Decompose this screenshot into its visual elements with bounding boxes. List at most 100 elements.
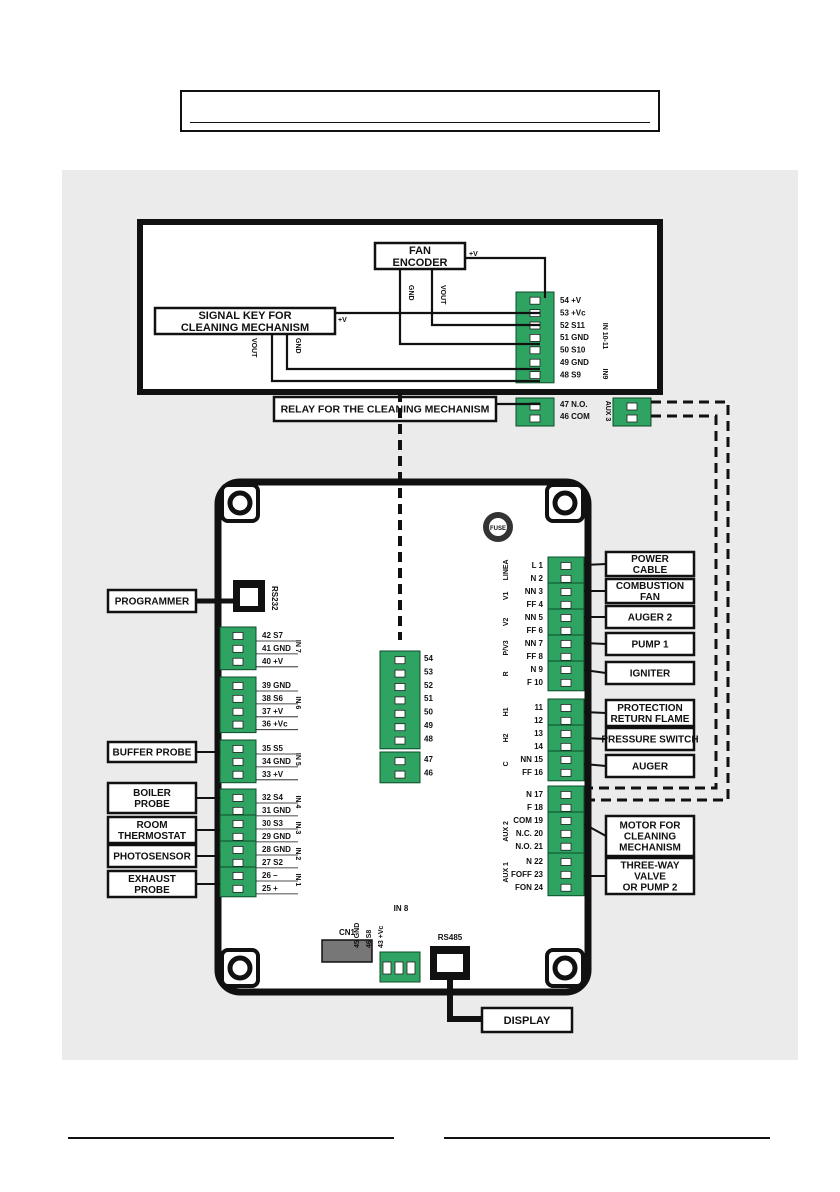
wire-encoder-gnd: [398, 269, 540, 346]
right-label-connector: [583, 763, 607, 767]
left-label-box-text: BUFFER PROBE: [113, 748, 192, 759]
right-terminal-block-screw: [560, 883, 572, 892]
left-terminal-block: [219, 840, 257, 872]
left-terminal-block-screw: [232, 694, 244, 703]
left-terminal-label: 35 S5: [262, 744, 283, 753]
right-label-connector: [583, 711, 607, 714]
left-group-label: IN 2: [294, 847, 301, 860]
top-terminal-label: 51 GND: [560, 333, 589, 342]
right-label-box-text: PROTECTION: [617, 703, 683, 714]
right-group-label: R: [503, 671, 510, 676]
left-terminal-label: 33 +V: [262, 770, 284, 779]
center-terminal-label: 53: [424, 667, 433, 676]
left-label-box-text: PROGRAMMER: [115, 597, 190, 608]
center-terminal-label: 54: [424, 654, 433, 663]
right-terminal-label: FF 4: [527, 600, 544, 609]
right-label-connector: [583, 737, 607, 740]
left-terminal-label: 29 GND: [262, 832, 291, 841]
left-terminal-label: 40 +V: [262, 657, 284, 666]
relay-cleaning-box: [272, 395, 498, 423]
signal-gnd-label: GND: [294, 338, 301, 354]
right-terminal-block-screw: [560, 652, 572, 661]
top-terminal-label: 54 +V: [560, 296, 582, 305]
left-label-box-text: ROOM: [136, 820, 167, 831]
right-terminal-block-screw: [560, 562, 572, 570]
left-label-box-text: BOILER: [133, 788, 172, 799]
left-terminal-label: 34 GND: [262, 757, 291, 766]
center-terminal-block-a-screw: [394, 669, 406, 678]
encoder-vout-label: VOUT: [439, 285, 446, 305]
left-terminal-label: 28 GND: [262, 845, 291, 854]
top-terminal-block-screw: [529, 333, 541, 342]
left-label-box-text: EXHAUST: [128, 874, 176, 885]
left-terminal-block-screw: [232, 707, 244, 716]
right-terminal-label: N 9: [531, 665, 544, 674]
top-terminal-block-screw: [529, 346, 541, 355]
right-label-connector: [583, 669, 607, 674]
right-terminal-label: N.O. 21: [515, 842, 543, 851]
aux3-terminal-label: 46 COM: [560, 412, 590, 421]
left-terminal-label: 25 +: [262, 884, 278, 893]
right-terminal-block-screw: [560, 600, 572, 609]
right-terminal-block-screw: [560, 742, 572, 751]
mounting-hole: [227, 490, 253, 516]
top-terminal-label: 50 S10: [560, 346, 586, 355]
left-terminal-label: 26 –: [262, 871, 278, 880]
in8-pin-label: 46 S8: [366, 930, 373, 948]
footer-line-left: [68, 1137, 394, 1139]
signal-vout-label: VOUT: [250, 338, 257, 358]
right-label-connector: [583, 823, 607, 837]
left-label-box-text: PROBE: [134, 885, 170, 896]
right-group-label: AUX 2: [503, 821, 510, 842]
in10-11-group-label: IN 10-11: [601, 323, 608, 350]
left-terminal-block-screw: [232, 657, 244, 666]
top-terminal-block-screw: [529, 371, 541, 380]
right-label-box-text: CLEANING: [624, 832, 676, 843]
right-label-box-text: VALVE: [634, 872, 666, 883]
wire-encoder-vout: [430, 269, 540, 327]
aux3-terminal-block-screw: [529, 414, 541, 423]
left-group-label: IN 1: [294, 873, 301, 886]
right-terminal-label: L 1: [532, 561, 544, 570]
right-terminal-block-screw: [560, 829, 572, 838]
in8-screw: [382, 961, 392, 975]
center-terminal-label: 47: [424, 755, 433, 764]
dashed-link-aux3-a: [588, 400, 730, 802]
mounting-hole: [227, 955, 253, 981]
center-terminal-block-a-screw: [394, 683, 406, 691]
aux3-side-terminal-screw: [626, 402, 638, 411]
aux3-side-terminal-screw: [626, 414, 638, 423]
right-group-label: AUX 1: [503, 862, 510, 883]
right-label-box: [604, 698, 696, 728]
right-terminal-label: NN 5: [525, 613, 544, 622]
left-terminal-label: 37 +V: [262, 707, 284, 716]
right-label-box: [604, 550, 696, 578]
center-terminal-block-b-screw: [394, 757, 406, 766]
right-group-label: H1: [503, 707, 510, 716]
left-terminal-label: 32 S4: [262, 793, 283, 802]
display-box: [480, 1006, 574, 1034]
top-terminal-block-screw: [529, 358, 541, 367]
signal-key-box-text: SIGNAL KEY FOR: [198, 310, 291, 322]
in8-pin-label: 45 GND: [354, 923, 361, 948]
rs232-jack-inner: [240, 588, 258, 606]
fan-encoder-box-text: ENCODER: [392, 257, 447, 269]
right-terminal-label: FON 24: [515, 883, 544, 892]
left-terminal-block-screw: [232, 644, 244, 653]
left-group-label: IN 3: [294, 821, 301, 834]
right-terminal-block-screw: [560, 858, 572, 866]
center-terminal-label: 46: [424, 768, 433, 777]
right-terminal-block-screw: [560, 588, 572, 596]
wire-encoder-plusv: [465, 256, 547, 298]
left-terminal-label: 39 GND: [262, 681, 291, 690]
title-underline: [190, 122, 650, 123]
aux3-terminal-label: 47 N.O.: [560, 400, 588, 409]
right-label-box-text: RETURN FLAME: [611, 714, 690, 725]
left-terminal-block-screw: [232, 872, 244, 880]
center-terminal-block-a-screw: [394, 696, 406, 705]
right-label-box-text: FAN: [640, 592, 660, 603]
wire-signal-vout: [270, 334, 540, 383]
fuse-label: FUSE: [490, 526, 506, 532]
left-terminal-label: 27 S2: [262, 858, 283, 867]
right-terminal-block-screw: [560, 817, 572, 825]
